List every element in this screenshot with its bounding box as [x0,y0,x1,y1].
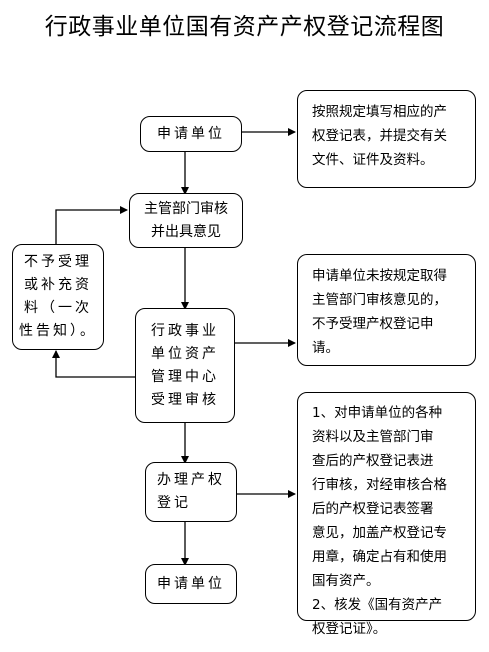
node-supervisor-review: 主管部门审核 并出具意见 [129,193,243,248]
node-supervisor-line2: 并出具意见 [151,223,221,240]
node-supervisor-line1: 主管部门审核 [144,200,228,217]
note-not-accepted: 申请单位未按规定取得 主管部门审核意见的， 不予受理产权登记申 请。 [297,254,476,366]
note-review-and-certificate: 1、对申请单位的各种 资料以及主管部门审 查后的产权登记表进 行审核，对经审核合… [297,392,476,637]
node-register: 办理产权 登记 [145,462,237,522]
node-final-unit: 申请单位 [145,564,237,604]
node-asset-center: 行政事业 单位资产 管理中心 受理审核 [135,308,235,423]
note-apply-requirements: 按照规定填写相应的产 权登记表，并提交有关 文件、证件及资料。 [297,90,476,188]
arrow-rejected-to-supervisor [55,206,128,245]
arrow-center-to-rejected [52,350,135,378]
node-rejected: 不予受理 或补充资 料（一次 性告知）。 [12,244,104,350]
node-apply-unit: 申请单位 [140,116,242,152]
page-title: 行政事业单位国有资产产权登记流程图 [44,14,445,40]
